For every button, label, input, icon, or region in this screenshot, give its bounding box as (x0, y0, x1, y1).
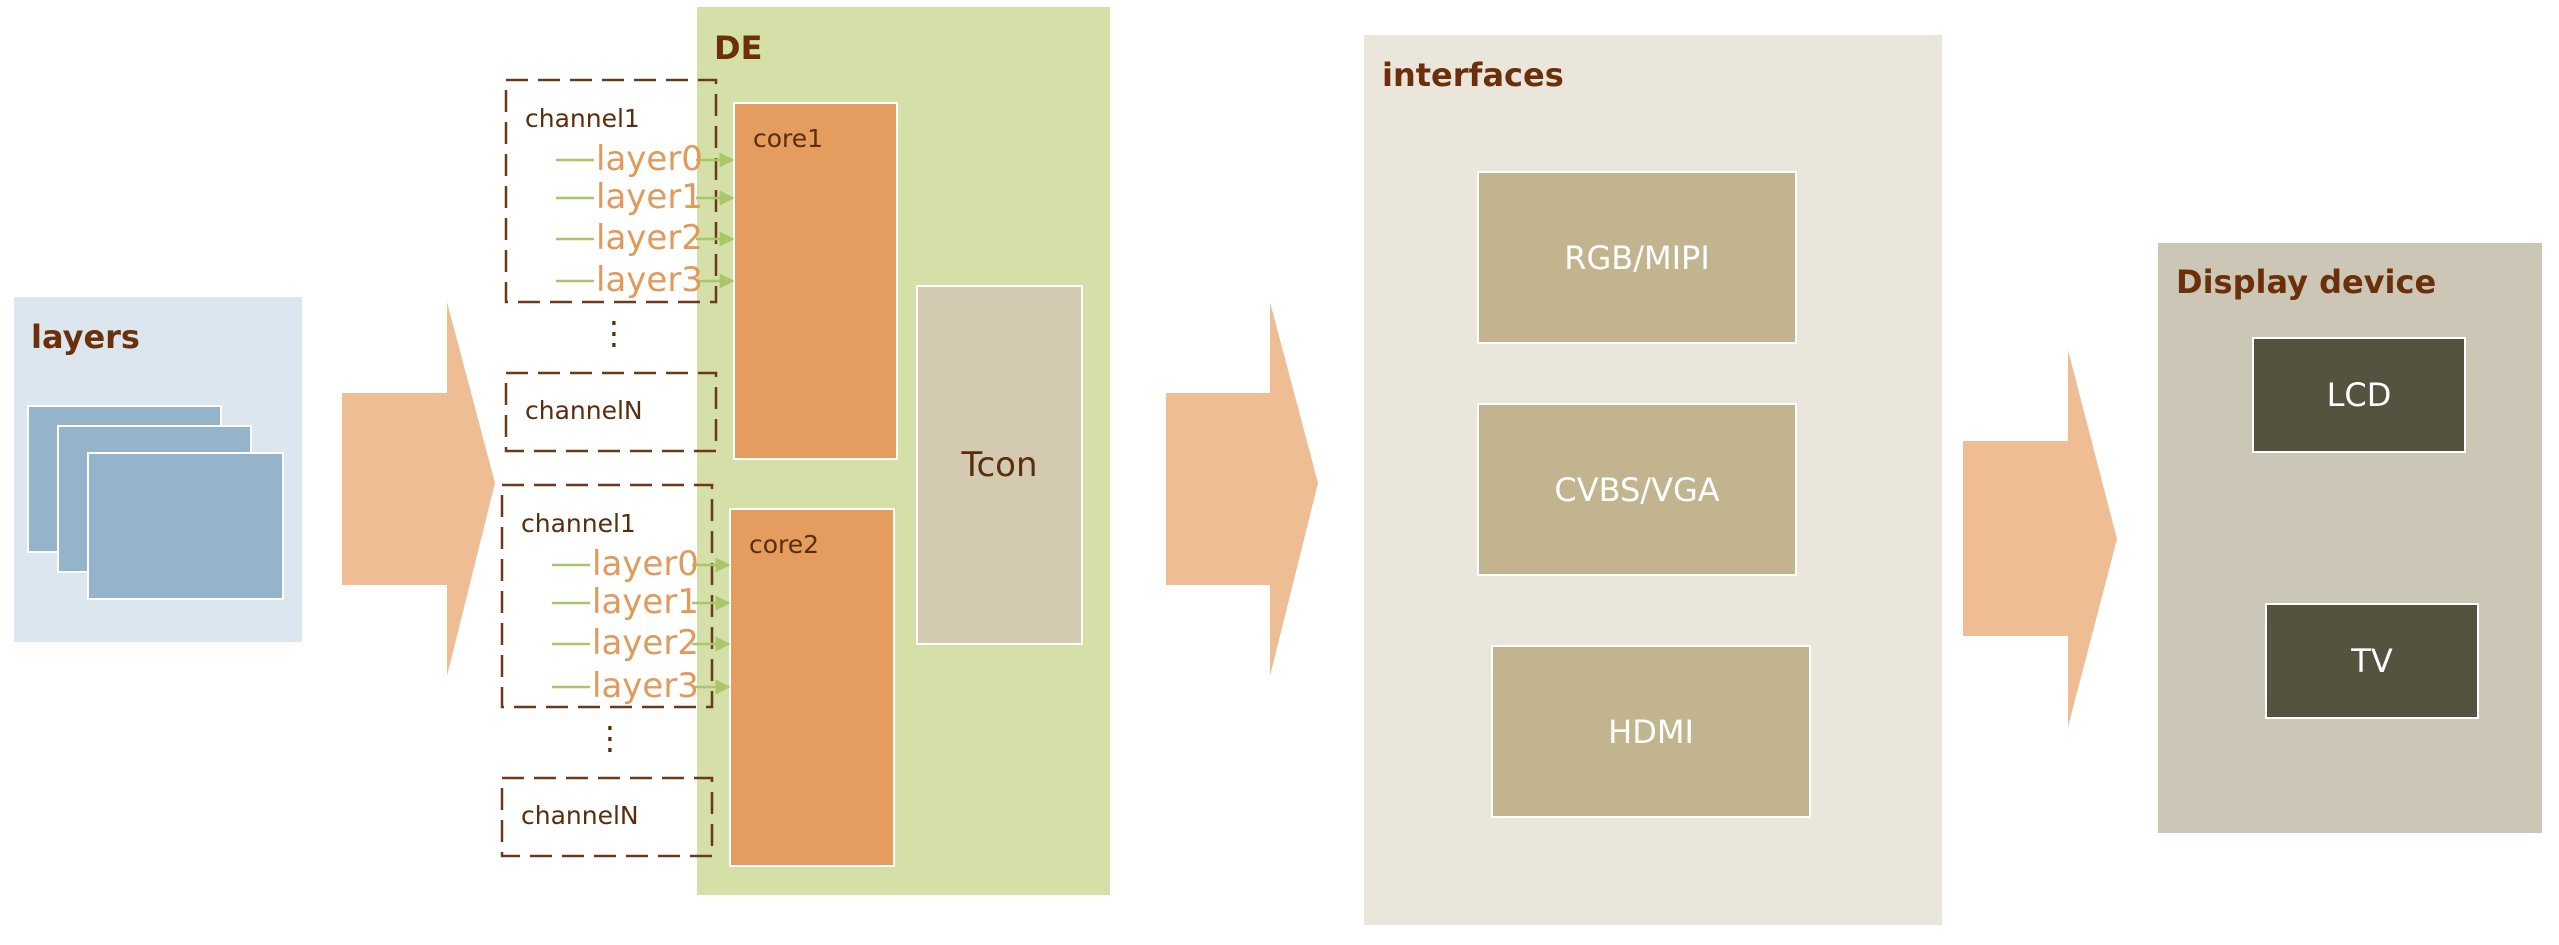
channel1-frame-bottom (500, 483, 714, 709)
group1-layer0: layer0 (596, 139, 703, 179)
interface-cvbs-vga-label: CVBS/VGA (1554, 470, 1720, 509)
de-title: DE (714, 29, 763, 67)
group1-layer2: layer2 (596, 218, 703, 258)
core2-box (729, 508, 895, 867)
group1-layer1: layer1 (596, 177, 703, 217)
group1-ellipsis: ⋮ (598, 314, 630, 352)
interface-hdmi-box: HDMI (1491, 645, 1811, 818)
group2-ellipsis: ⋮ (594, 719, 626, 757)
layers-title: layers (31, 318, 140, 356)
group1-layer3: layer3 (596, 260, 703, 300)
core2-label: core2 (749, 530, 820, 559)
device-tv-label: TV (2351, 642, 2393, 680)
group2-channel1-label: channel1 (521, 509, 636, 538)
device-lcd-box: LCD (2252, 337, 2466, 453)
channel1-frame-top (504, 78, 718, 304)
interfaces-title: interfaces (1382, 56, 1564, 94)
group2-channelN-label: channelN (521, 801, 639, 830)
display-device-title: Display device (2176, 263, 2437, 301)
group2-layer3: layer3 (592, 666, 699, 706)
channelN-frame-top (504, 371, 718, 453)
group1-channelN-label: channelN (525, 396, 643, 425)
tcon-label: Tcon (961, 445, 1038, 485)
layer-card-front (87, 452, 284, 600)
arrow-interfaces-to-display (1963, 350, 2117, 727)
group2-layer1: layer1 (592, 582, 699, 622)
core1-label: core1 (753, 124, 824, 153)
interface-cvbs-vga-box: CVBS/VGA (1477, 403, 1797, 576)
arrow-de-to-interfaces (1166, 302, 1318, 676)
device-tv-box: TV (2265, 603, 2479, 719)
layer-arrows (552, 152, 735, 695)
device-lcd-label: LCD (2326, 376, 2392, 414)
group2-layer2: layer2 (592, 623, 699, 663)
tcon-box: Tcon (916, 285, 1083, 645)
group1-channel1-label: channel1 (525, 104, 640, 133)
interface-rgb-mipi-box: RGB/MIPI (1477, 171, 1797, 344)
channelN-frame-bottom (500, 776, 714, 858)
core1-box (733, 102, 898, 460)
arrow-layers-to-de (342, 302, 495, 676)
interface-hdmi-label: HDMI (1608, 712, 1694, 751)
group2-layer0: layer0 (592, 544, 699, 584)
interface-rgb-mipi-label: RGB/MIPI (1564, 238, 1710, 277)
